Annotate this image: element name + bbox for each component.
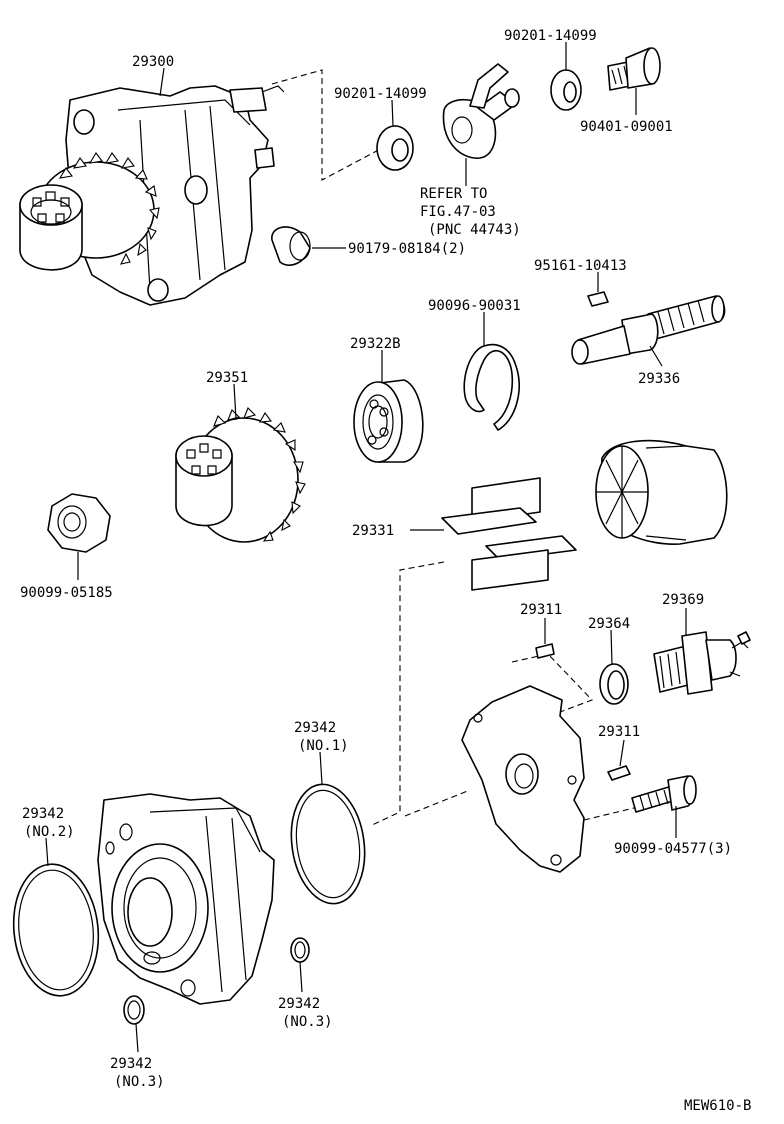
dashed-connector-top [271, 69, 389, 181]
label-29342-no1-sub: (NO.1) [298, 738, 349, 754]
leader-lines [45, 42, 687, 1053]
label-29342-no3-left: 29342 [110, 1056, 152, 1072]
part-90401-09001-union-bolt [607, 47, 661, 91]
label-29342-no1: 29342 [294, 720, 336, 736]
label-90201-14099-right: 90201-14099 [504, 28, 597, 44]
part-29342-no3-o-ring-left [123, 995, 145, 1025]
label-29364: 29364 [588, 616, 630, 632]
label-90179-08184: 90179-08184(2) [348, 241, 466, 257]
label-29369: 29369 [662, 592, 704, 608]
label-90096-90031: 90096-90031 [428, 298, 521, 314]
part-pump-cover-plate [461, 685, 585, 873]
label-29331: 29331 [352, 523, 394, 539]
label-90201-14099-left: 90201-14099 [334, 86, 427, 102]
part-29331-vanes [441, 477, 577, 591]
part-pump-housing [97, 793, 275, 1005]
label-90099-04577: 90099-04577(3) [614, 841, 732, 857]
part-29300-pump-assembly [19, 85, 285, 306]
part-29364-o-ring [599, 663, 629, 705]
dashed-connector-vanes [369, 561, 445, 827]
label-90401-09001: 90401-09001 [580, 119, 673, 135]
label-29311-lower: 29311 [598, 724, 640, 740]
label-29342-no2-sub: (NO.2) [24, 824, 75, 840]
part-90099-04577-bolt [631, 775, 697, 813]
label-29342-no3-left-sub: (NO.3) [114, 1074, 165, 1090]
label-29311-upper: 29311 [520, 602, 562, 618]
part-29351-gear [175, 407, 306, 543]
part-90096-90031-snap-ring [463, 343, 520, 431]
label-29322b: 29322B [350, 336, 401, 352]
label-90099-05185: 90099-05185 [20, 585, 113, 601]
part-29311-pin-lower [607, 765, 631, 781]
part-29369-sensor [653, 631, 751, 695]
part-90201-14099-washer-right [550, 69, 582, 111]
part-29336-shaft [571, 295, 726, 365]
label-95161-10413: 95161-10413 [534, 258, 627, 274]
label-29342-no3-right-sub: (NO.3) [282, 1014, 333, 1030]
label-29342-no2: 29342 [22, 806, 64, 822]
part-90099-05185-nut [47, 493, 111, 553]
part-29342-no2-o-ring [12, 863, 100, 997]
part-29322b-bearing [353, 379, 424, 463]
label-fig-47-03: FIG.47-03 [420, 204, 496, 220]
callout-labels: 29300 90201-14099 90201-14099 90401-0900… [20, 28, 751, 1114]
part-90179-08184-plug [271, 226, 311, 266]
label-29342-no3-right: 29342 [278, 996, 320, 1012]
part-rotor [595, 439, 728, 545]
part-29311-pin-upper [535, 643, 555, 659]
part-95161-10413-key [587, 291, 609, 307]
dashed-connector-cover [404, 789, 471, 817]
part-29342-no3-o-ring-right [290, 937, 310, 963]
dashed-connector-bolt [583, 807, 635, 821]
part-29342-no1-o-ring [290, 783, 366, 905]
label-refer-to: REFER TO [420, 186, 487, 202]
part-90201-14099-washer-left [376, 125, 414, 171]
part-union-fitting [442, 63, 520, 159]
label-29351: 29351 [206, 370, 248, 386]
label-29300: 29300 [132, 54, 174, 70]
diagram-code: MEW610-B [684, 1098, 751, 1114]
label-pnc-44743: (PNC 44743) [428, 222, 521, 238]
label-29336: 29336 [638, 371, 680, 387]
